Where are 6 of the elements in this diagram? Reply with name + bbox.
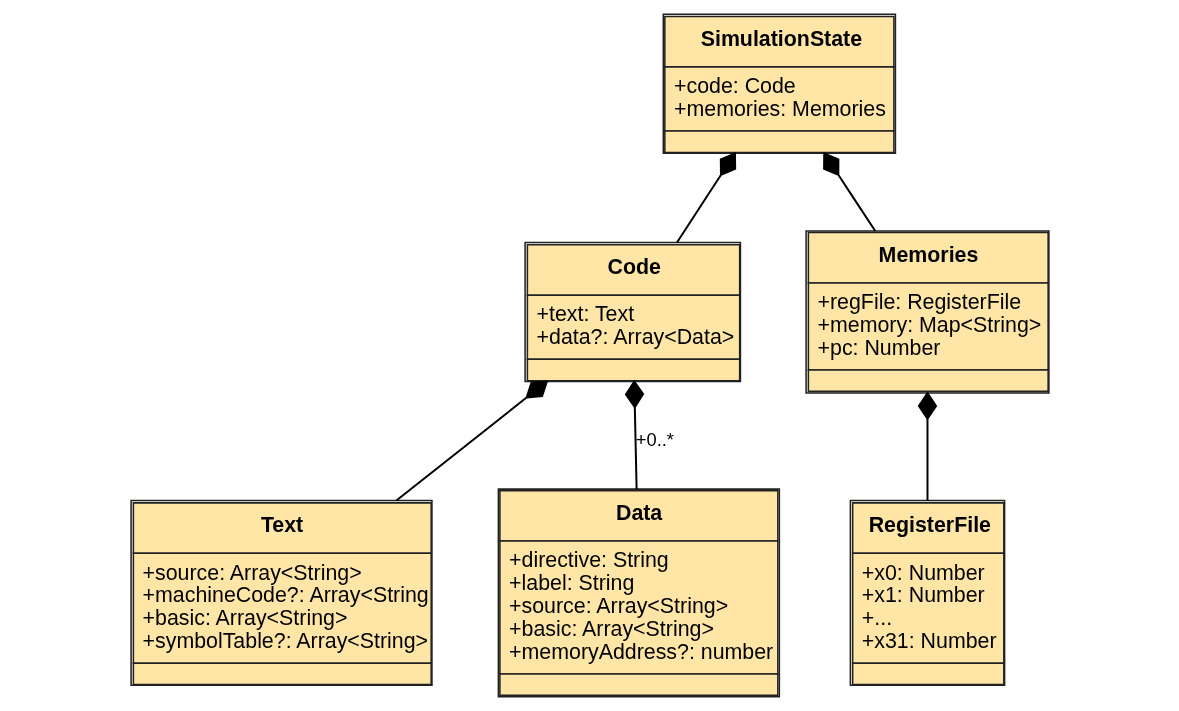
connector xyxy=(675,151,736,244)
connector xyxy=(624,379,644,490)
connector xyxy=(822,151,876,232)
connector xyxy=(917,391,937,502)
edge-label: +0..* xyxy=(635,428,674,450)
connector xyxy=(394,380,548,502)
